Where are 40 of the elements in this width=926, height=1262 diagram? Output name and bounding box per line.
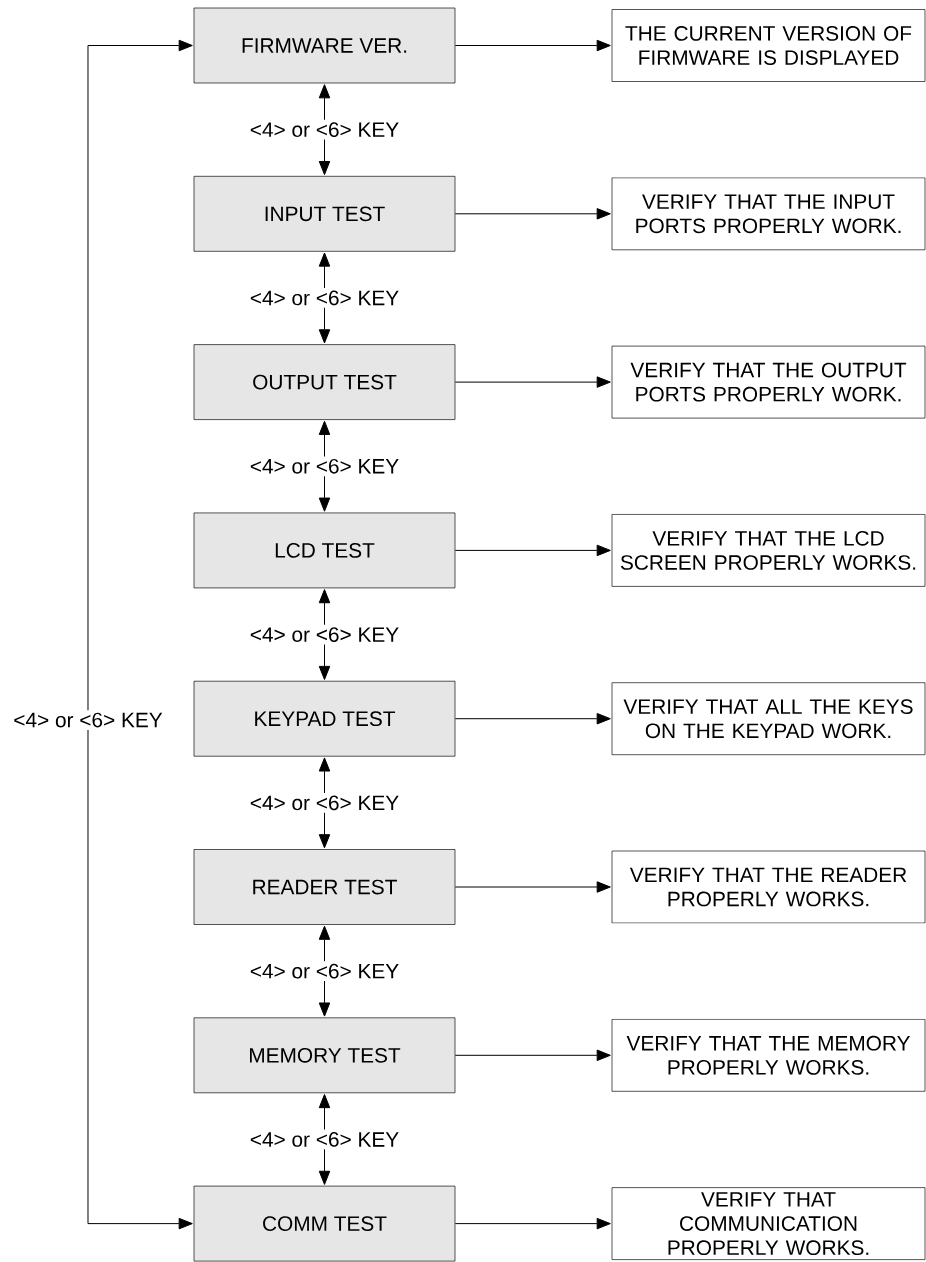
edge-label: <4> or <6> KEY bbox=[10, 710, 166, 730]
description-box: VERIFY THAT ALL THE KEYS ON THE KEYPAD WORK. bbox=[611, 682, 926, 756]
step-box: LCD TEST bbox=[193, 512, 456, 589]
arrow bbox=[87, 39, 193, 1230]
description-box: VERIFY THAT THE LCD SCREEN PROPERLY WORKS. bbox=[611, 514, 926, 587]
edge-label: <4> or <6> KEY bbox=[247, 119, 402, 140]
step-box: KEYPAD TEST bbox=[193, 680, 456, 757]
arrow bbox=[454, 208, 611, 220]
description-box: VERIFY THAT COMMUNICATION PROPERLY WORKS. bbox=[611, 1187, 926, 1260]
arrow bbox=[318, 757, 331, 849]
description-box: VERIFY THAT THE MEMORY PROPERLY WORKS. bbox=[611, 1018, 926, 1092]
description-box: VERIFY THAT THE READER PROPERLY WORKS. bbox=[611, 850, 926, 924]
edge-label: <4> or <6> KEY bbox=[247, 624, 402, 645]
arrow bbox=[318, 252, 331, 344]
arrow bbox=[318, 84, 331, 176]
edge-label: <4> or <6> KEY bbox=[247, 288, 402, 308]
step-box: FIRMWARE VER. bbox=[193, 7, 456, 84]
step-box: COMM TEST bbox=[193, 1185, 456, 1262]
arrow bbox=[454, 713, 611, 725]
step-box: OUTPUT TEST bbox=[193, 344, 456, 420]
arrow bbox=[454, 376, 611, 388]
edge-label: <4> or <6> KEY bbox=[247, 961, 402, 982]
arrow bbox=[318, 1094, 331, 1185]
arrow bbox=[318, 420, 331, 512]
step-box: MEMORY TEST bbox=[193, 1017, 456, 1094]
arrow bbox=[454, 1217, 611, 1230]
arrow bbox=[454, 1049, 611, 1062]
edge-label: <4> or <6> KEY bbox=[247, 456, 402, 477]
edge-label: <4> or <6> KEY bbox=[247, 1129, 402, 1150]
edge-label: <4> or <6> KEY bbox=[247, 793, 402, 813]
arrow bbox=[454, 544, 611, 557]
arrow bbox=[318, 925, 331, 1017]
arrow bbox=[454, 881, 611, 893]
description-box: VERIFY THAT THE OUTPUT PORTS PROPERLY WORK. bbox=[611, 345, 926, 419]
step-box: READER TEST bbox=[193, 849, 456, 925]
arrow bbox=[318, 589, 331, 680]
description-box: VERIFY THAT THE INPUT PORTS PROPERLY WORK. bbox=[611, 177, 926, 251]
arrow bbox=[454, 39, 611, 52]
description-box: THE CURRENT VERSION OF FIRMWARE IS DISPLAYED bbox=[611, 9, 926, 82]
step-box: INPUT TEST bbox=[193, 175, 456, 252]
